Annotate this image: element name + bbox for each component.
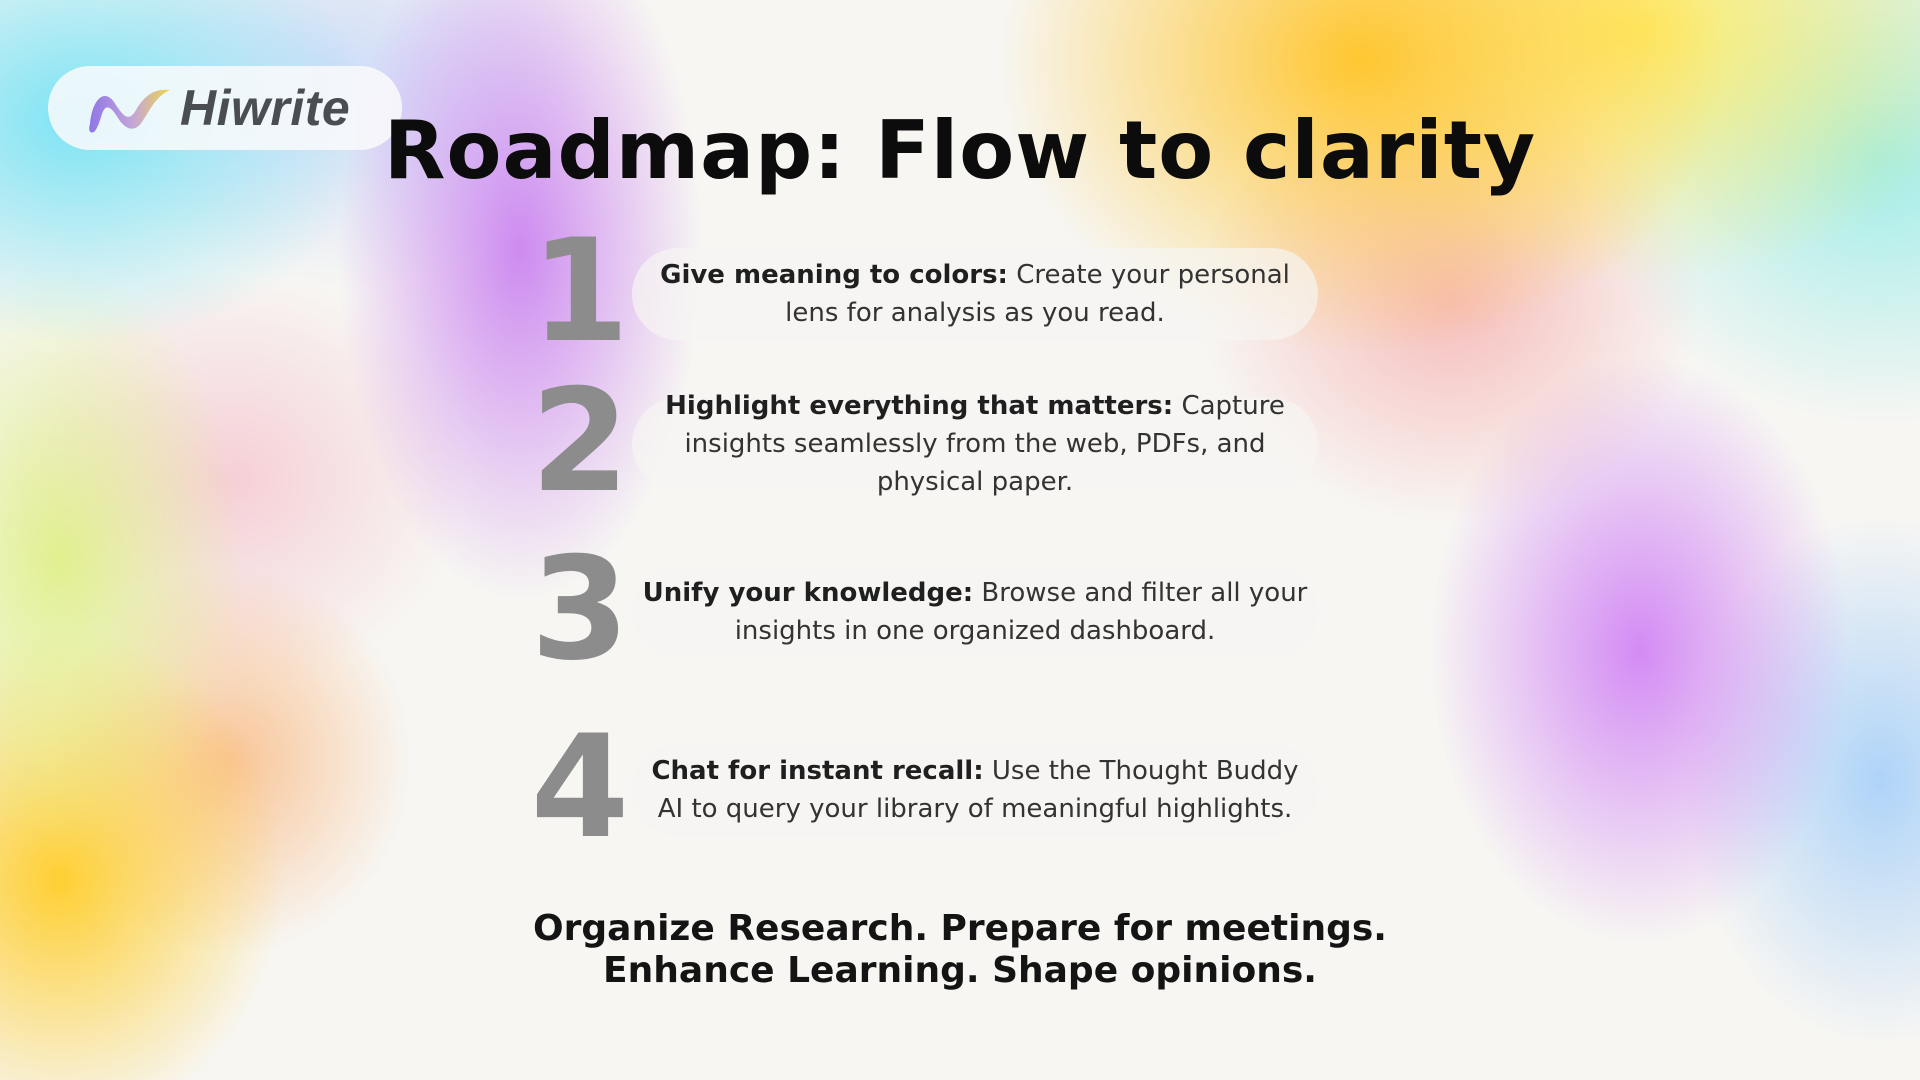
step-number: 1: [530, 209, 630, 374]
step-body: Browse and filter all your insights in o…: [734, 578, 1308, 646]
tagline-line-2: Enhance Learning. Shape opinions.: [603, 950, 1317, 991]
step-number: 3: [530, 527, 630, 692]
step-body: Capture insights seamlessly from the web…: [684, 391, 1285, 497]
hiwrite-wave-logo-icon: [89, 89, 170, 133]
step-heading: Give meaning to colors:: [660, 260, 1008, 290]
step-card: Unify your knowledge: Browse and filter …: [632, 566, 1318, 658]
step-heading: Highlight everything that matters:: [665, 391, 1174, 421]
step-body: Create your personal lens for analysis a…: [785, 260, 1290, 328]
roadmap-step-4: 4 Chat for instant recall: Use the Thoug…: [520, 705, 1320, 870]
step-number: 4: [530, 705, 630, 870]
roadmap-step-3: 3 Unify your knowledge: Browse and filte…: [520, 527, 1320, 692]
step-body: Use the Thought Buddy AI to query your l…: [657, 756, 1299, 824]
roadmap-step-2: 2 Highlight everything that matters: Cap…: [520, 359, 1320, 524]
step-number: 2: [530, 359, 630, 524]
step-card: Highlight everything that matters: Captu…: [632, 391, 1318, 497]
step-text: Give meaning to colors: Create your pers…: [632, 256, 1318, 332]
step-text: Unify your knowledge: Browse and filter …: [632, 574, 1318, 650]
step-heading: Unify your knowledge:: [642, 578, 974, 608]
step-card: Give meaning to colors: Create your pers…: [632, 248, 1318, 340]
step-text: Chat for instant recall: Use the Thought…: [632, 752, 1318, 828]
tagline-line-1: Organize Research. Prepare for meetings.: [533, 908, 1387, 949]
step-heading: Chat for instant recall:: [651, 756, 984, 786]
step-text: Highlight everything that matters: Captu…: [632, 387, 1318, 501]
page-title: Roadmap: Flow to clarity: [383, 104, 1537, 197]
roadmap-step-1: 1 Give meaning to colors: Create your pe…: [520, 209, 1320, 374]
step-card: Chat for instant recall: Use the Thought…: [632, 744, 1318, 836]
brand-name: Hiwrite: [180, 80, 351, 136]
brand-logo[interactable]: Hiwrite: [48, 66, 402, 150]
tagline: Organize Research. Prepare for meetings.…: [0, 908, 1920, 992]
